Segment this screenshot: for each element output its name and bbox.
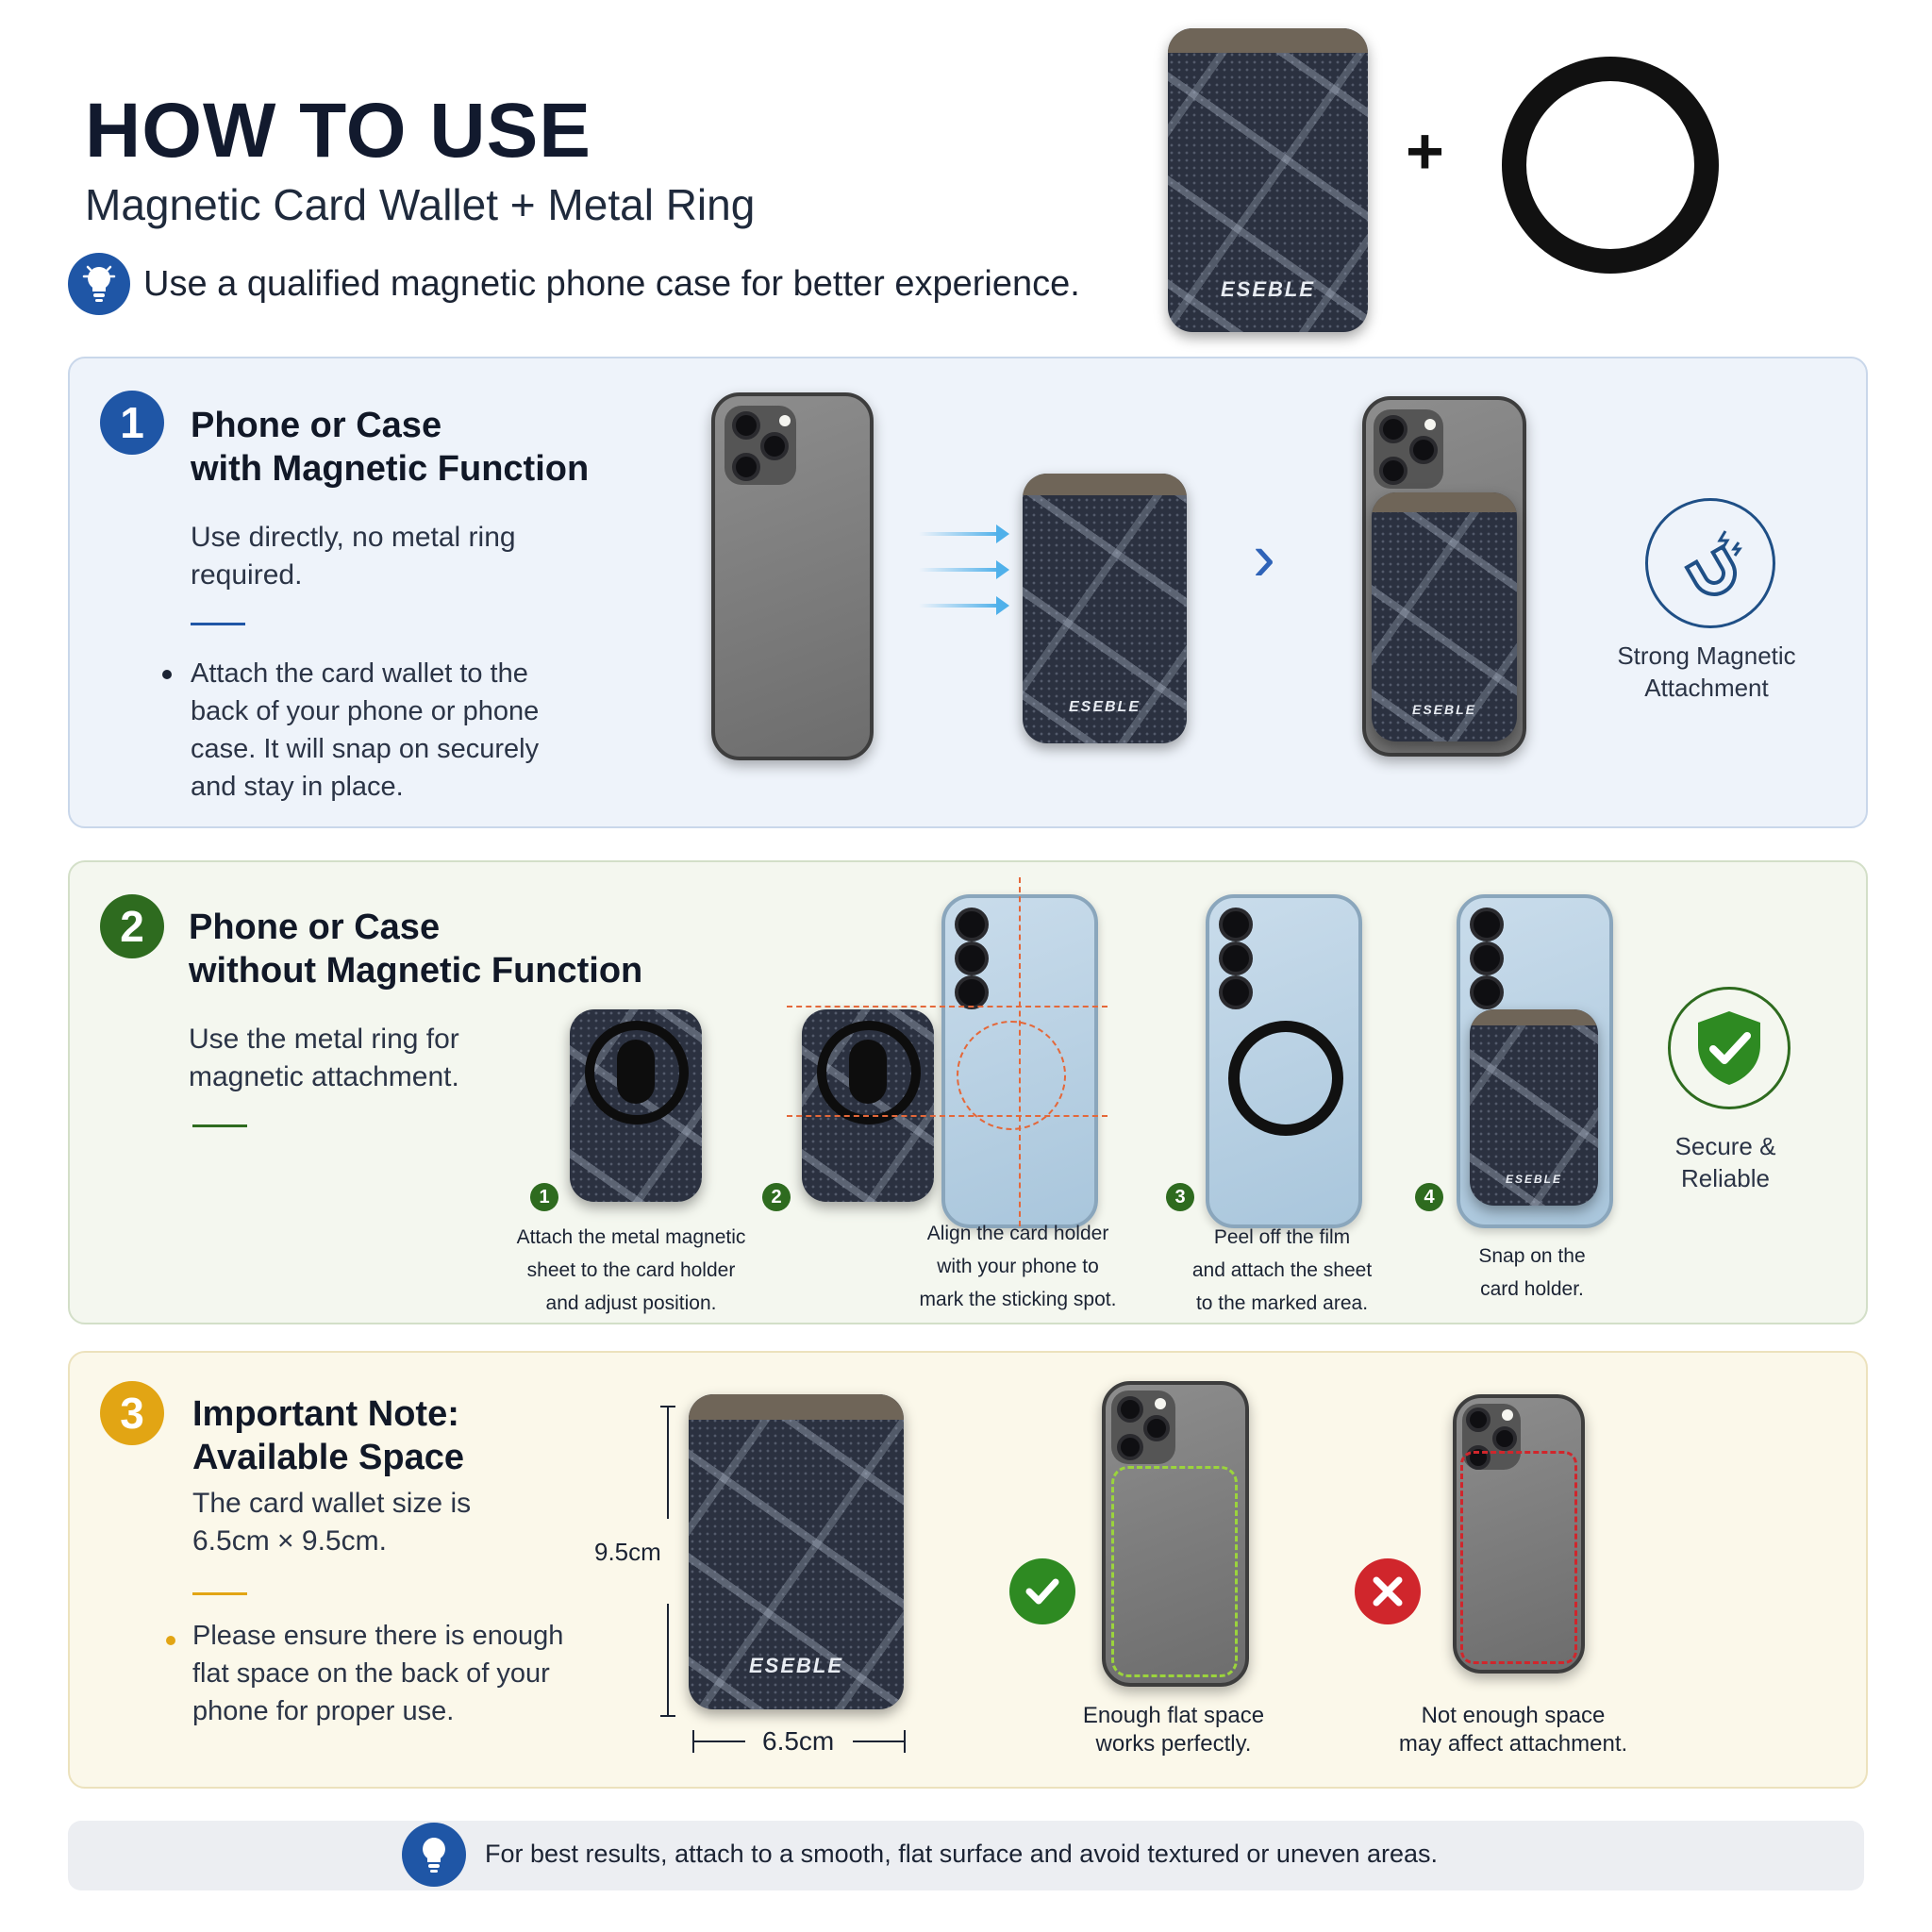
wallet-with-ring-image [570, 1009, 702, 1202]
phone-enough-space-image [1102, 1381, 1249, 1687]
page-title: HOW TO USE [85, 88, 591, 174]
step-badge: 1 [530, 1183, 558, 1211]
divider [192, 1592, 247, 1595]
lightbulb-icon [402, 1823, 466, 1887]
card-wallet-image: ESEBLE [689, 1394, 904, 1709]
height-label: 9.5cm [594, 1538, 661, 1566]
section-number-badge: 2 [100, 894, 164, 958]
check-icon [1009, 1558, 1075, 1624]
phone-with-wallet-image: ESEBLE [1362, 396, 1526, 757]
magnet-icon [1645, 498, 1775, 628]
card-wallet-image: ESEBLE [1023, 474, 1187, 743]
wallet-with-ring-image [802, 1009, 934, 1202]
bullet-dot [162, 670, 172, 679]
arrow-icon [919, 525, 1009, 543]
footer-tip-bar: For best results, attach to a smooth, fl… [68, 1821, 1864, 1890]
wallet-brand: ESEBLE [1220, 276, 1316, 301]
lightbulb-icon [68, 253, 130, 315]
x-icon [1355, 1558, 1421, 1624]
arrow-icon [919, 560, 1009, 579]
alignment-guide-line [1019, 877, 1021, 1226]
section-available-space: 3 Important Note:Available Space The car… [68, 1351, 1868, 1789]
section-number-badge: 1 [100, 391, 164, 455]
width-dimension-line [692, 1730, 906, 1753]
footer-tip-text: For best results, attach to a smooth, fl… [485, 1840, 1439, 1868]
bullet-dot [166, 1636, 175, 1645]
phone-with-wallet-image: ESEBLE [1457, 894, 1613, 1228]
header-tip-text: Use a qualified magnetic phone case for … [143, 263, 1080, 304]
divider [191, 623, 245, 625]
shield-check-icon [1668, 987, 1790, 1109]
width-label: 6.5cm [762, 1726, 835, 1756]
side-feature-label: Secure &Reliable [1674, 1132, 1776, 1192]
divider [192, 1124, 247, 1127]
plus-sign: + [1406, 114, 1444, 188]
header-tip: Use a qualified magnetic phone case for … [68, 253, 1080, 315]
page-subtitle: Magnetic Card Wallet + Metal Ring [85, 180, 756, 229]
alignment-guide-line [787, 1115, 1108, 1117]
step-badge: 3 [1166, 1183, 1194, 1211]
section-title: Important Note:Available Space [192, 1394, 464, 1477]
phone-not-enough-space-image [1453, 1394, 1585, 1674]
section-number-badge: 3 [100, 1381, 164, 1445]
arrow-icon [919, 596, 1009, 615]
metal-ring-image [1502, 57, 1719, 274]
phone-back-image [711, 392, 874, 760]
step-badge: 2 [762, 1183, 791, 1211]
card-wallet-image: ESEBLE [1168, 28, 1368, 332]
chevron-right-icon: › [1253, 520, 1275, 595]
step-badge: 4 [1415, 1183, 1443, 1211]
alignment-guide-line [787, 1006, 1108, 1008]
height-dimension-line [660, 1406, 675, 1717]
phone-with-ring-image [1206, 894, 1362, 1228]
